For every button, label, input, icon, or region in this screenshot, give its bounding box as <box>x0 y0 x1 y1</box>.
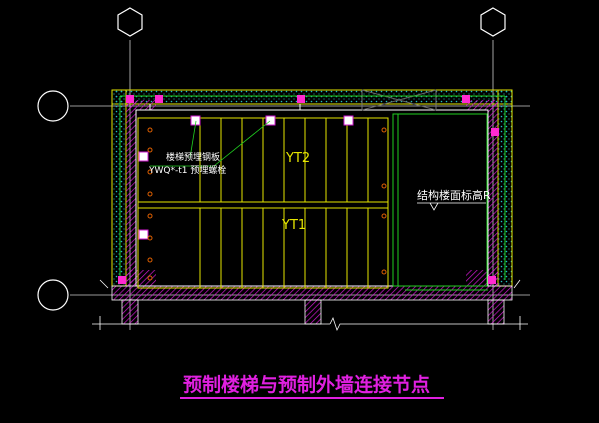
embed-plate-label: 楼梯预埋钢板 <box>166 151 220 163</box>
stair-flights <box>137 117 389 289</box>
column-markers <box>118 95 499 284</box>
ground-line <box>92 279 528 332</box>
green-lines <box>119 95 506 291</box>
embed-bolt-label: YWQ*-t1 预埋螺栓 <box>148 164 226 176</box>
stair-upper-label: YT2 <box>285 151 310 166</box>
drawing-caption: 预制楼梯与预制外墙连接节点 <box>183 373 430 396</box>
elevation-mark-icon <box>417 202 486 211</box>
inner-wall-outline <box>135 89 489 287</box>
stair-lower-label: YT1 <box>281 218 306 233</box>
landing-elevation-label: 结构楼面标高R <box>417 188 491 202</box>
axis-bubble-icon <box>37 7 506 311</box>
leader-line <box>150 120 271 167</box>
embedded-plate-markers <box>138 115 354 240</box>
anchor-dots <box>147 127 387 281</box>
